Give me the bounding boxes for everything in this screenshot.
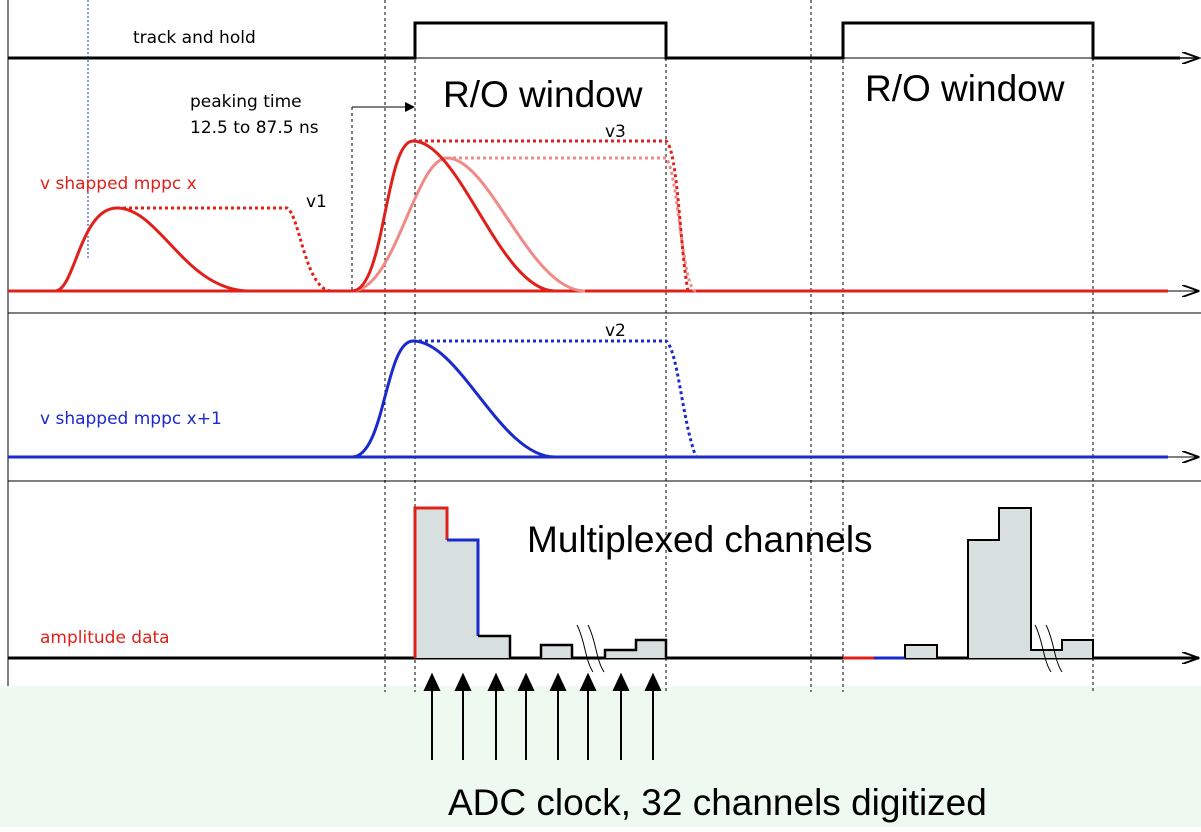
v1-label: v1 [306,192,327,212]
mux-window-2-outline [904,507,1094,659]
v3-hold-dotted [413,139,690,292]
multiplexed-channels-label: Multiplexed channels [527,519,873,560]
v1-hold-dotted [117,206,333,293]
v-x-pulse-slow [351,156,586,293]
v2-pulse [351,339,556,459]
peaking-time-line1: peaking time [190,92,302,112]
track-hold-label: track and hold [133,28,256,48]
mux-window-2-fill [905,508,1093,658]
track-hold-signal [8,21,1180,60]
v-x1-label: v shapped mppc x+1 [40,409,222,429]
v2-label: v2 [605,321,626,341]
bottom-band [0,686,1201,827]
amplitude-data-label: amplitude data [40,628,170,648]
mux-channels-rest [478,634,668,660]
mux-channel-x1 [447,538,480,636]
ro-window-2-label: R/O window [865,68,1065,109]
v3-label: v3 [605,122,626,142]
v-x-pulse-slow-hold [447,156,697,293]
ro-window-1-label: R/O window [443,74,643,115]
v1-pulse [54,206,251,293]
v2-hold-dotted [413,339,698,458]
break-mark-2 [1034,624,1063,673]
peaking-time-line2: 12.5 to 87.5 ns [190,118,319,138]
adc-clock-arrows [423,672,662,760]
adc-clock-label: ADC clock, 32 channels digitized [448,782,987,823]
mux-channel-x [413,506,449,658]
v-x-label: v shapped mppc x [40,174,197,194]
break-mark-1 [576,624,605,673]
